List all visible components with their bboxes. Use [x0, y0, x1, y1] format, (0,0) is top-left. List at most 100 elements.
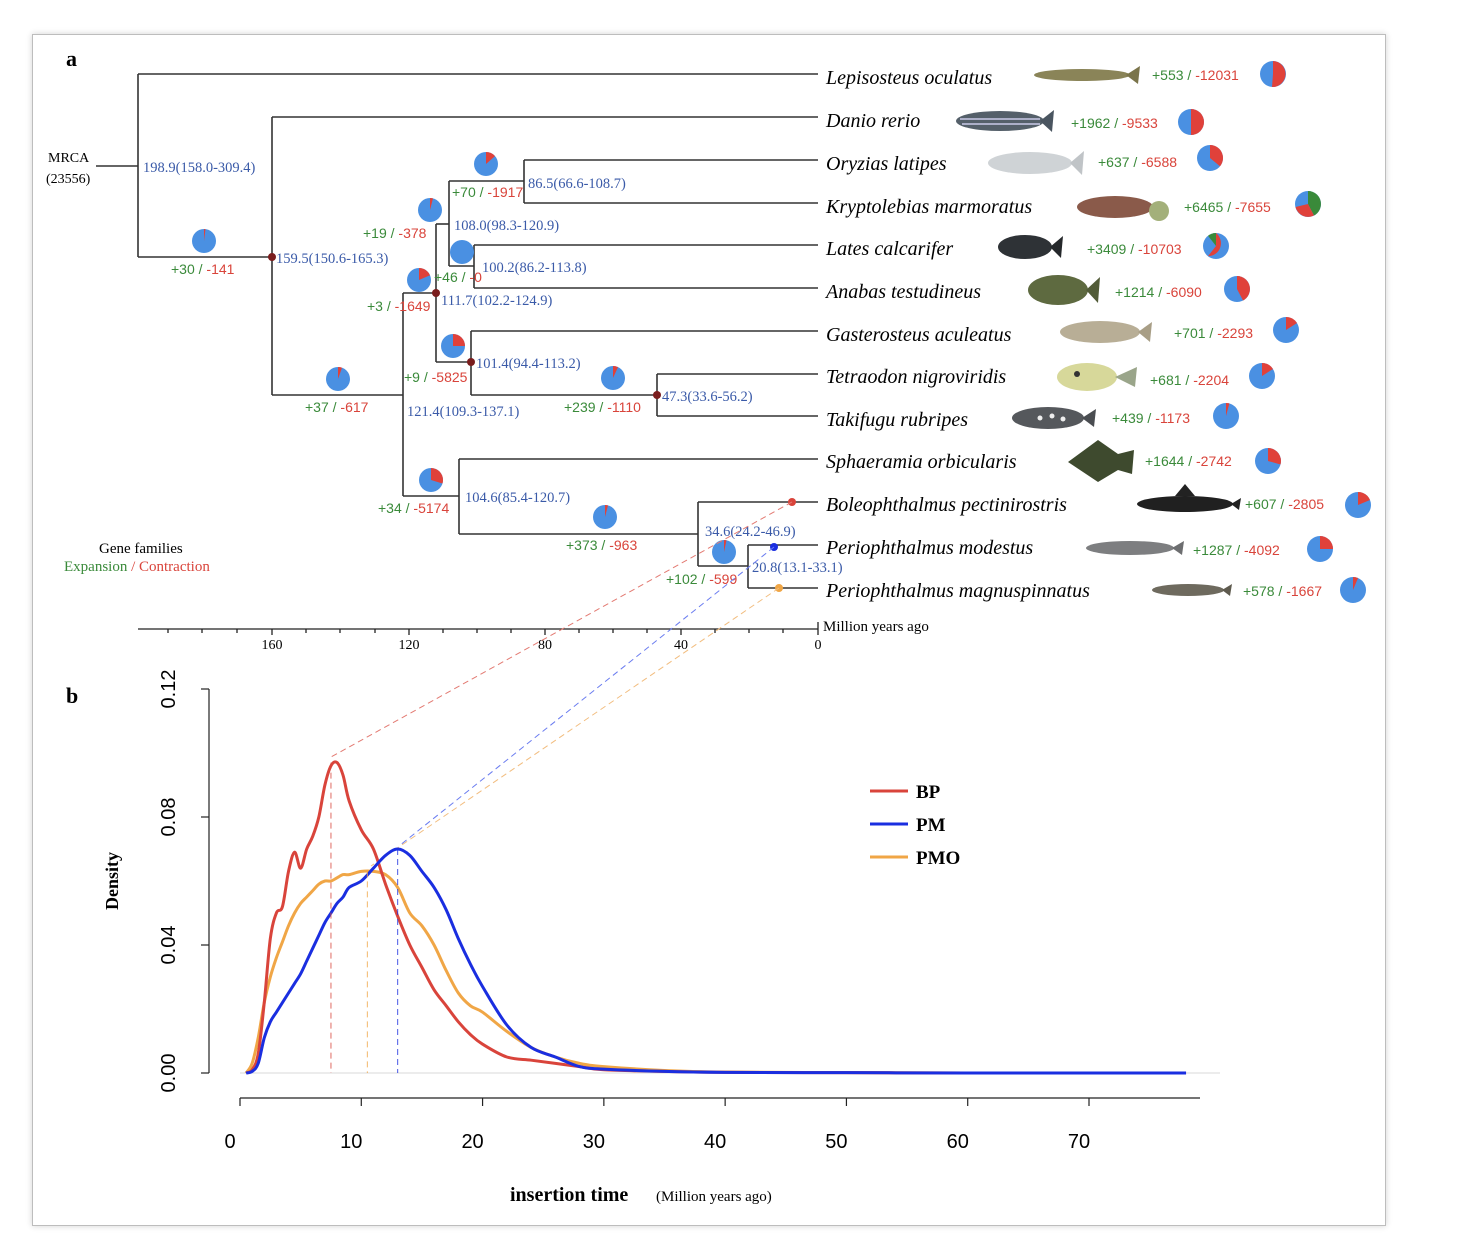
- x-axis-unit: (Million years ago): [656, 1189, 772, 1205]
- fish-image: [1068, 440, 1134, 482]
- svg-text:+1962 / -9533: +1962 / -9533: [1071, 115, 1158, 131]
- species-name: Kryptolebias marmoratus: [825, 196, 1032, 218]
- root-label: MRCA: [48, 151, 90, 166]
- species-name: Oryzias latipes: [826, 153, 947, 175]
- pie-chart: [1307, 536, 1333, 562]
- node-age-label: 101.4(94.4-113.2): [476, 356, 581, 372]
- svg-text:+681 / -2204: +681 / -2204: [1150, 372, 1229, 388]
- y-tick-label: 0.00: [158, 1054, 180, 1093]
- fish-image: [1060, 321, 1152, 343]
- pie-chart: [1345, 492, 1371, 518]
- svg-text:+607 / -2805: +607 / -2805: [1245, 496, 1324, 512]
- node-age-label: 34.6(24.2-46.9): [705, 524, 796, 540]
- pie-chart: [1249, 362, 1275, 389]
- svg-text:+701 / -2293: +701 / -2293: [1174, 325, 1253, 341]
- species-name: Lepisosteus oculatus: [825, 67, 992, 89]
- time-tick-label: 160: [262, 638, 283, 653]
- legend-label-bp: BP: [916, 782, 941, 803]
- time-axis-ticks: 160 120 80 40 0: [262, 638, 822, 653]
- branch-change-labels: +30 / -141 +37 / -617 +3 / -1649 +19 / -…: [171, 184, 737, 587]
- species-name: Anabas testudineus: [824, 281, 981, 303]
- species-name: Periophthalmus modestus: [825, 537, 1033, 559]
- pie-chart: [1260, 61, 1286, 88]
- pie-chart: [1197, 145, 1223, 171]
- pie-chart: [474, 152, 498, 176]
- pie-chart: [407, 268, 431, 292]
- species-name: Tetraodon nigroviridis: [826, 366, 1006, 388]
- svg-text:+34 / -5174: +34 / -5174: [378, 500, 449, 516]
- svg-text:+37 / -617: +37 / -617: [305, 399, 369, 415]
- y-tick-label: 0.04: [158, 926, 180, 965]
- node-age-label: 121.4(109.3-137.1): [407, 404, 520, 420]
- legend-entries: Expansion / Contraction: [64, 559, 210, 575]
- svg-text:+9 / -5825: +9 / -5825: [404, 369, 468, 385]
- node-age-label: 111.7(102.2-124.9): [441, 293, 552, 309]
- y-axis-title: Density: [102, 852, 122, 910]
- density-curve-pmo: [244, 869, 1187, 1075]
- density-axes: [201, 688, 1200, 1106]
- pie-chart: [1255, 448, 1281, 474]
- fish-image: [1028, 275, 1100, 305]
- internal-node-pies: [192, 152, 736, 564]
- time-axis: [138, 622, 819, 635]
- time-tick-label: 120: [399, 638, 420, 653]
- fish-image: [998, 235, 1063, 259]
- pie-chart: [419, 467, 444, 492]
- density-curve-bp: [245, 760, 1187, 1075]
- time-tick-label: 0: [815, 638, 822, 653]
- node-age-label: 159.5(150.6-165.3): [276, 251, 389, 267]
- pie-chart: [192, 229, 216, 253]
- fish-image: [1086, 541, 1184, 555]
- pie-chart: [326, 367, 350, 391]
- fish-image: [956, 110, 1054, 132]
- node-age-label: 198.9(158.0-309.4): [143, 160, 256, 176]
- x-tick-label: 40: [704, 1131, 726, 1153]
- fish-image: [1077, 196, 1169, 221]
- tree-branches: [96, 73, 818, 589]
- svg-text:+439 / -1173: +439 / -1173: [1112, 410, 1190, 426]
- species-name: Lates calcarifer: [825, 238, 953, 260]
- legend-title: Gene families: [99, 541, 183, 557]
- node-age-label: 20.8(13.1-33.1): [752, 560, 843, 576]
- species-name: Periophthalmus magnuspinnatus: [825, 580, 1090, 602]
- fish-image: [988, 151, 1084, 175]
- y-tick-label: 0.12: [158, 670, 180, 709]
- connector-lines: [330, 501, 793, 867]
- svg-text:+70 / -1917: +70 / -1917: [452, 184, 523, 200]
- pie-chart: [601, 366, 625, 390]
- time-tick-label: 40: [674, 638, 688, 653]
- svg-text:+3 / -1649: +3 / -1649: [367, 298, 431, 314]
- panel-label-b: b: [66, 683, 78, 708]
- species-name: Takifugu rubripes: [826, 409, 968, 431]
- svg-text:+19 / -378: +19 / -378: [363, 225, 427, 241]
- node-age-label: 108.0(98.3-120.9): [454, 218, 559, 234]
- x-tick-label: 10: [340, 1131, 362, 1153]
- pie-chart: [1178, 109, 1204, 135]
- fish-image: [1034, 66, 1140, 84]
- node-age-label: 100.2(86.2-113.8): [482, 260, 587, 276]
- node-age-label: 86.5(66.6-108.7): [528, 176, 626, 192]
- density-curve-pm: [245, 847, 1187, 1075]
- node-age-label: 104.6(85.4-120.7): [465, 490, 570, 506]
- pie-chart: [1224, 276, 1250, 302]
- svg-text:+373 / -963: +373 / -963: [566, 537, 637, 553]
- svg-text:+637 / -6588: +637 / -6588: [1098, 154, 1177, 170]
- pie-chart: [1203, 233, 1229, 259]
- pie-chart: [450, 240, 474, 264]
- node-age-labels: 198.9(158.0-309.4) 159.5(150.6-165.3) 12…: [143, 160, 843, 576]
- x-tick-label: 60: [947, 1131, 969, 1153]
- svg-text:+553 / -12031: +553 / -12031: [1152, 67, 1239, 83]
- pie-chart: [1273, 316, 1299, 343]
- legend-label-pmo: PMO: [916, 848, 960, 869]
- svg-text:+3409 / -10703: +3409 / -10703: [1087, 241, 1182, 257]
- fish-image: [1012, 407, 1096, 429]
- x-tick-label: 30: [583, 1131, 605, 1153]
- figure-frame: [32, 34, 1386, 1226]
- pie-chart: [418, 198, 442, 222]
- svg-text:+46 / -0: +46 / -0: [434, 269, 482, 285]
- x-tick-label: 0: [224, 1131, 235, 1153]
- time-axis-title: Million years ago: [823, 619, 929, 635]
- svg-text:+1214 / -6090: +1214 / -6090: [1115, 284, 1202, 300]
- pie-chart: [1340, 577, 1366, 603]
